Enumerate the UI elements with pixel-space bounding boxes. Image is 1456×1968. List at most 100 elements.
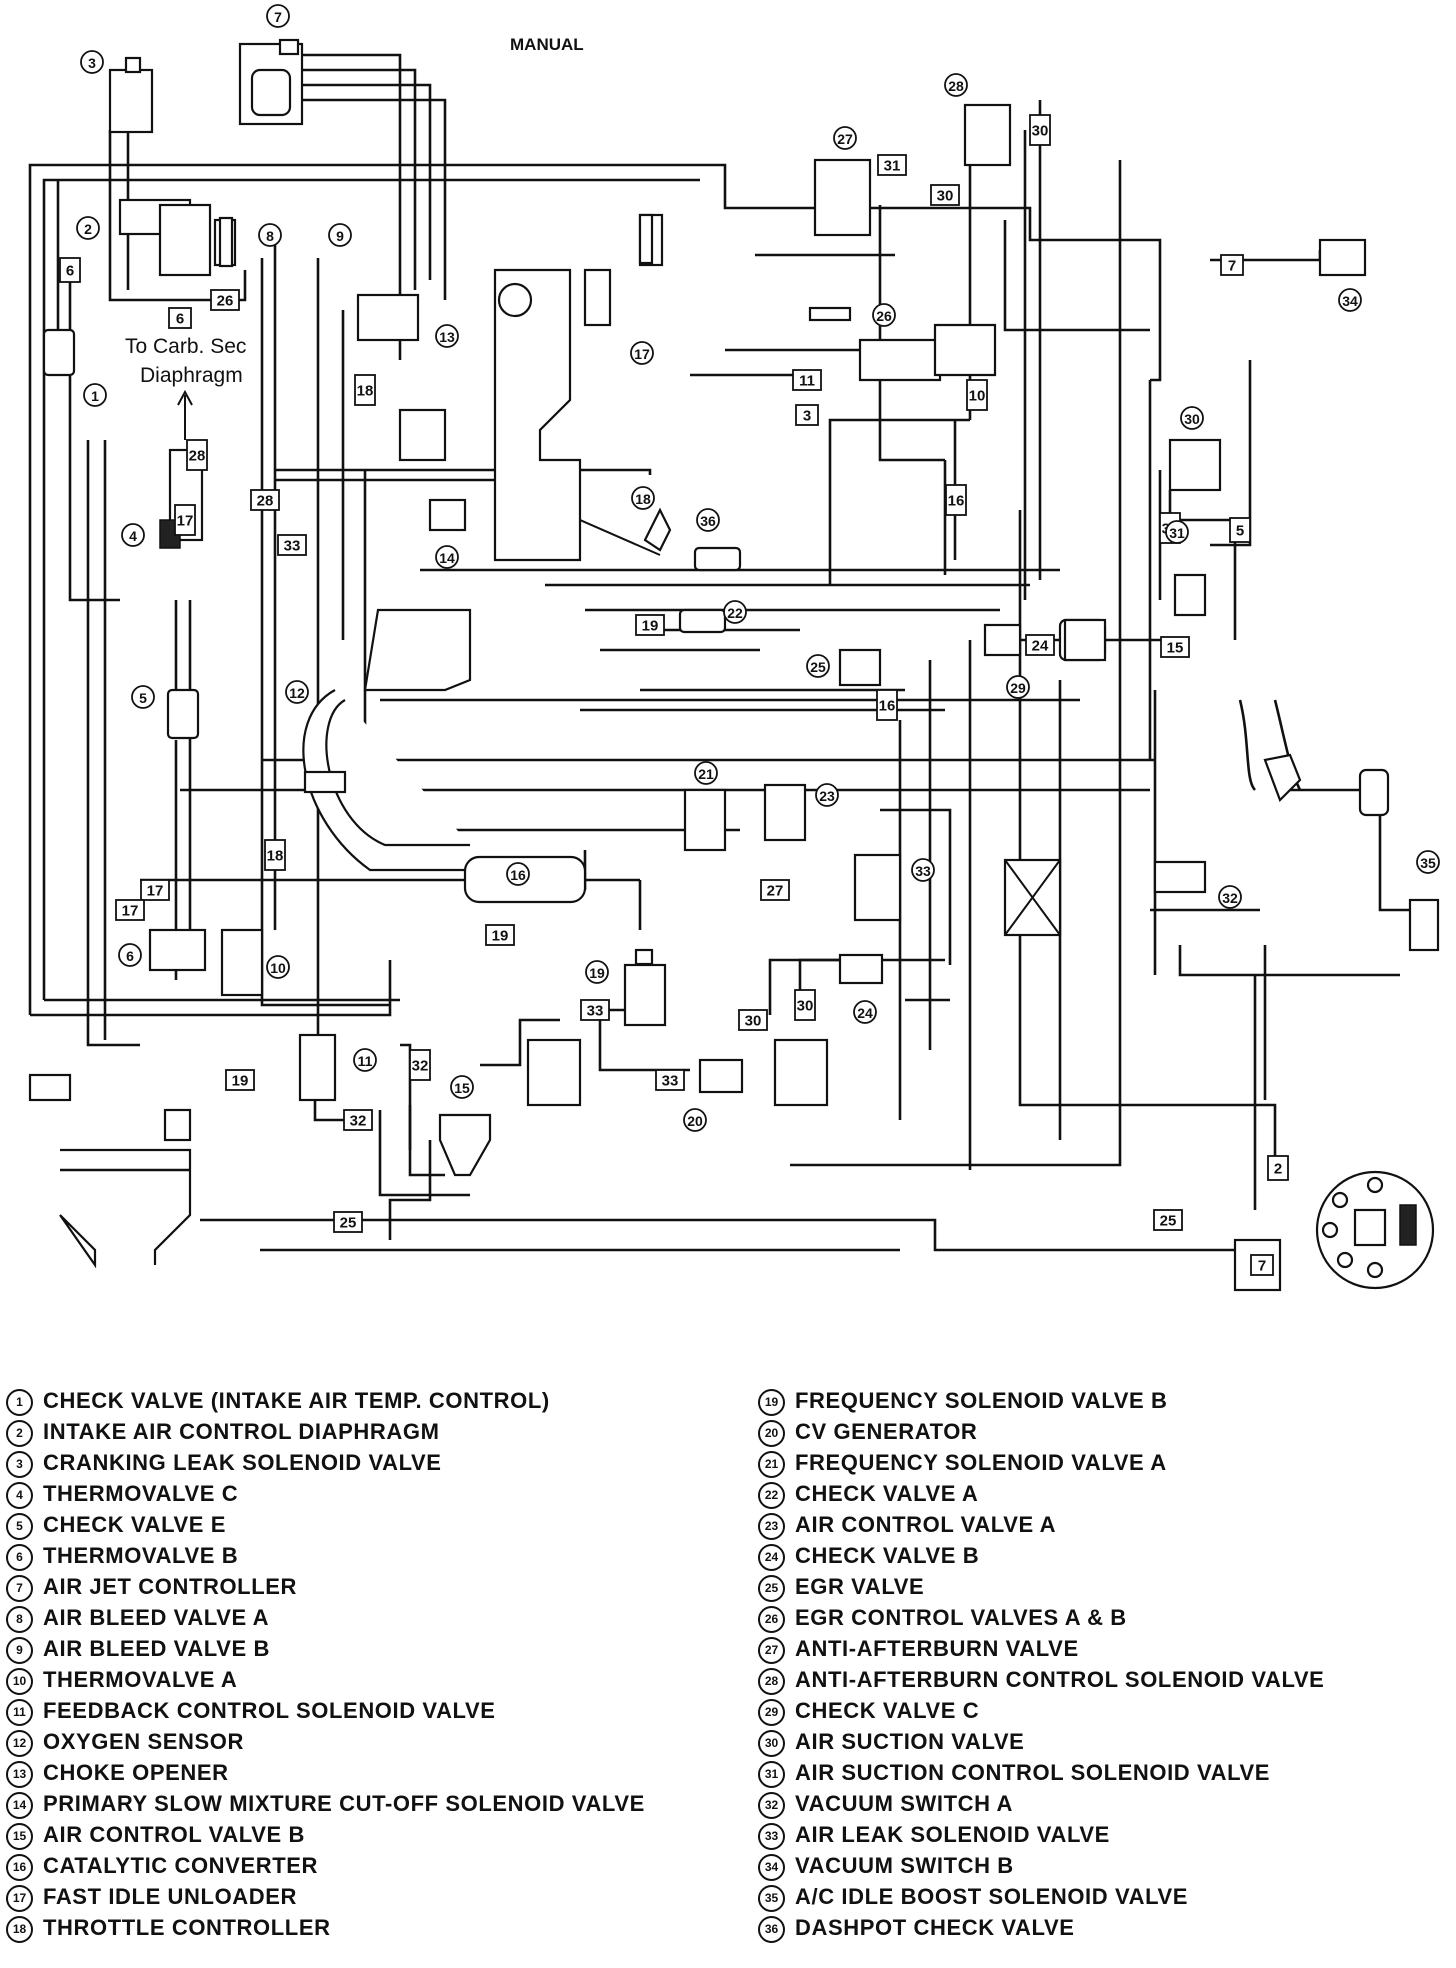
callout-circle	[1165, 520, 1189, 544]
legend-item-number: 13	[6, 1761, 33, 1788]
hose-tag-label: 32	[350, 1113, 367, 1130]
freq-solenoid-a-body	[683, 788, 727, 852]
hose-tag-label: 2	[1274, 1161, 1282, 1178]
callout-circle	[806, 654, 830, 678]
legend-item-number: 4	[6, 1482, 33, 1509]
egr-control-valve-b	[933, 323, 997, 377]
hose-tag-27: 27	[760, 879, 790, 901]
callout-number: 34	[1342, 293, 1358, 309]
air-jet-controller-core	[250, 68, 292, 117]
callout-circle	[450, 1075, 474, 1099]
egr-valve-body	[838, 648, 882, 687]
hose-tag-box	[1220, 254, 1244, 276]
hose-tag-25: 25	[1153, 1209, 1183, 1231]
callout-circle	[353, 1048, 377, 1072]
component-callout-36: 36	[696, 508, 720, 532]
callout-number: 33	[915, 863, 931, 879]
hose-tag-box	[250, 489, 280, 511]
hose-tag-25: 25	[333, 1211, 363, 1233]
hose-tag-box	[930, 184, 960, 206]
legend-item-number: 27	[758, 1637, 785, 1664]
oxygen-sensor-flange	[303, 770, 347, 794]
hose-tag-28: 28	[186, 439, 208, 471]
legend-item-label: CATALYTIC CONVERTER	[43, 1853, 319, 1878]
hose-tag-15: 15	[1160, 636, 1190, 658]
hose-tag-box	[59, 257, 81, 283]
callout-circle	[76, 216, 100, 240]
callout-circle	[80, 50, 104, 74]
hose-tag-18: 18	[354, 374, 376, 406]
callout-circle	[833, 126, 857, 150]
legend-item-number: 9	[6, 1637, 33, 1664]
legend-item-number: 20	[758, 1420, 785, 1447]
component-callout-12: 12	[285, 680, 309, 704]
callout-circle	[683, 1108, 707, 1132]
hose-tag-box	[1025, 634, 1055, 656]
distributor-connector	[1399, 1204, 1417, 1246]
hose-tag-label: 25	[1160, 1213, 1177, 1230]
component-callout-3: 3	[80, 50, 104, 74]
distributor-post-2	[1366, 1176, 1384, 1194]
hose-tag-30: 30	[794, 989, 816, 1021]
callout-circle	[285, 680, 309, 704]
hose-tag-label: 16	[948, 493, 965, 510]
legend-item-label: ANTI-AFTERBURN VALVE	[795, 1636, 1079, 1661]
hose-tag-26: 26	[210, 289, 240, 311]
exhaust-manifold	[363, 608, 472, 692]
legend-item-label: AIR JET CONTROLLER	[43, 1574, 298, 1599]
hose-tag-label: 33	[284, 538, 301, 555]
hose-tag-box	[485, 924, 515, 946]
hose-tag-label: 31	[884, 158, 901, 175]
callout-number: 22	[727, 605, 743, 621]
check-valve-c-body	[983, 623, 1022, 657]
component-callout-19: 19	[585, 960, 609, 984]
component-callout-1: 1	[83, 383, 107, 407]
callout-number: 6	[126, 948, 134, 964]
choke-opener-diaphragm	[398, 408, 447, 462]
hose-tag-box	[174, 504, 196, 536]
component-callout-21: 21	[694, 761, 718, 785]
callout-number: 11	[358, 1053, 373, 1069]
vacuum-switch-a-body	[1153, 860, 1207, 894]
callout-number: 19	[589, 965, 605, 981]
component-callout-13: 13	[435, 324, 459, 348]
air-leak-solenoid-body	[853, 853, 902, 922]
cv-generator-body	[698, 1058, 744, 1094]
component-callout-2: 2	[76, 216, 100, 240]
legend-item-label: OXYGEN SENSOR	[43, 1729, 244, 1754]
callout-number: 27	[837, 131, 853, 147]
hose-tag-box	[580, 999, 610, 1021]
callout-number: 32	[1222, 890, 1238, 906]
check-valve-1	[42, 328, 76, 377]
hose-tag-label: 30	[1032, 123, 1049, 140]
hose-tag-box	[945, 484, 967, 516]
check-valve-e	[166, 688, 200, 740]
legend-item-label: AIR LEAK SOLENOID VALVE	[795, 1822, 1110, 1847]
legend-item-label: AIR CONTROL VALVE A	[795, 1512, 1057, 1537]
callout-number: 24	[857, 1005, 873, 1021]
legend-item-label: VACUUM SWITCH B	[795, 1853, 1014, 1878]
carb-diaphragm-note-line-1: To Carb. Sec	[125, 335, 246, 358]
component-callout-17: 17	[630, 341, 654, 365]
callout-circle	[944, 73, 968, 97]
callout-number: 4	[129, 528, 137, 544]
callout-number: 12	[289, 685, 305, 701]
legend-item-number: 35	[758, 1885, 785, 1912]
carb-float	[583, 268, 612, 327]
component-callout-9: 9	[328, 223, 352, 247]
hose-tag-label: 26	[217, 293, 234, 310]
hose-tag-3: 3	[795, 404, 819, 426]
component-callout-29: 29	[1006, 675, 1030, 699]
component-callout-35: 35	[1416, 850, 1440, 874]
